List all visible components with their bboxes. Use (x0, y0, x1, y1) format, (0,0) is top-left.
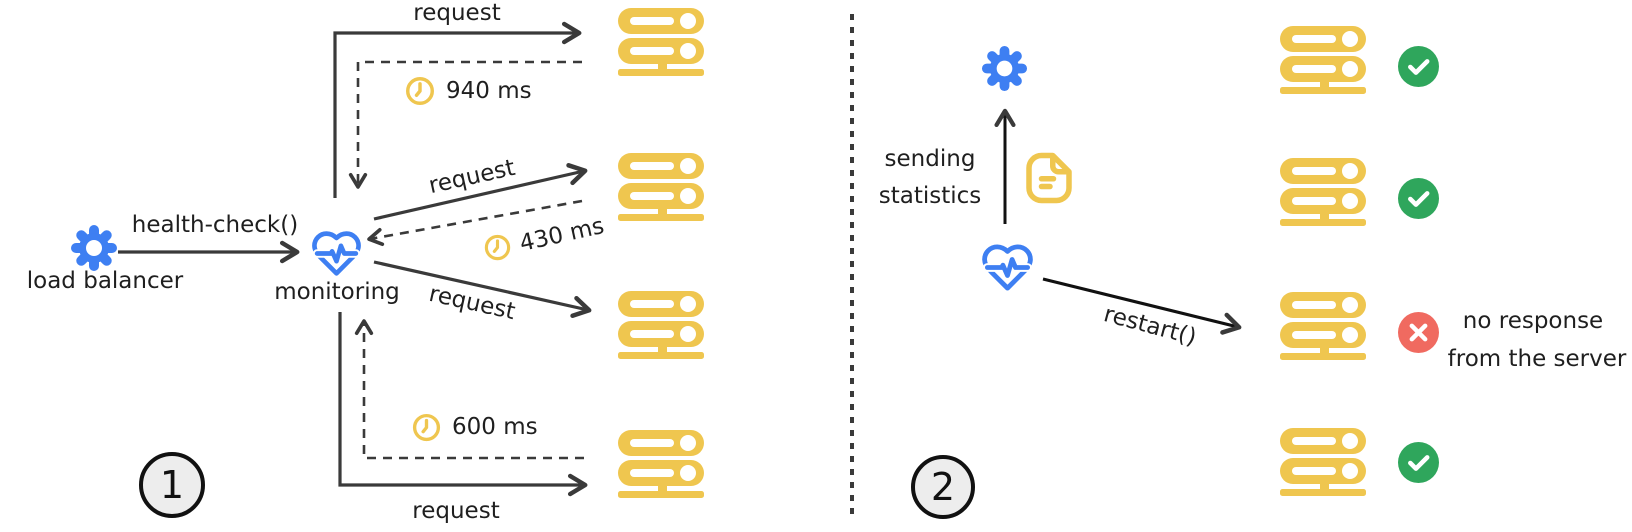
request-arrow-server1 (333, 21, 582, 198)
gear-icon (70, 224, 118, 272)
failed-note-line1: no response (1462, 308, 1604, 334)
heart-pulse-icon (979, 240, 1036, 295)
response-time-1: 940 ms (446, 78, 532, 104)
request-label-1: request (413, 0, 501, 26)
gear-icon (981, 45, 1028, 92)
heart-pulse-icon (310, 227, 363, 280)
request-arrow-server4 (338, 312, 588, 497)
server-rack-icon (1280, 158, 1372, 226)
response-arrow-server2 (367, 199, 583, 247)
health-check-call-label: health-check() (131, 212, 299, 238)
server-rack-icon (1280, 292, 1372, 360)
request-label-4: request (412, 498, 500, 524)
server-rack-icon (1280, 428, 1372, 496)
check-circle-icon (1398, 178, 1439, 219)
response-arrow-server4 (354, 319, 584, 460)
clock-icon (483, 233, 512, 262)
restart-arrow (1042, 277, 1242, 335)
failed-note-line2: from the server (1447, 346, 1627, 372)
load-balancer-label: load balancer (26, 268, 184, 294)
document-icon (1019, 147, 1079, 209)
monitoring-label: monitoring (274, 279, 400, 305)
response-arrow-server1 (348, 60, 582, 189)
server-rack-icon (618, 430, 710, 498)
check-circle-icon (1398, 442, 1439, 483)
sending-statistics-label-line1: sending (884, 146, 976, 172)
clock-icon (411, 412, 442, 443)
server-rack-icon (618, 153, 710, 221)
response-time-4: 600 ms (452, 414, 538, 440)
check-circle-icon (1398, 46, 1439, 87)
server-rack-icon (1280, 26, 1372, 94)
step-1-badge: 1 (139, 452, 205, 518)
request-arrow-server3 (373, 260, 592, 319)
request-arrow-server2 (373, 163, 588, 221)
server-rack-icon (618, 8, 710, 76)
sending-statistics-label-line2: statistics (878, 183, 982, 209)
server-rack-icon (618, 291, 710, 359)
clock-icon (404, 75, 436, 107)
step-2-badge: 2 (911, 455, 975, 519)
